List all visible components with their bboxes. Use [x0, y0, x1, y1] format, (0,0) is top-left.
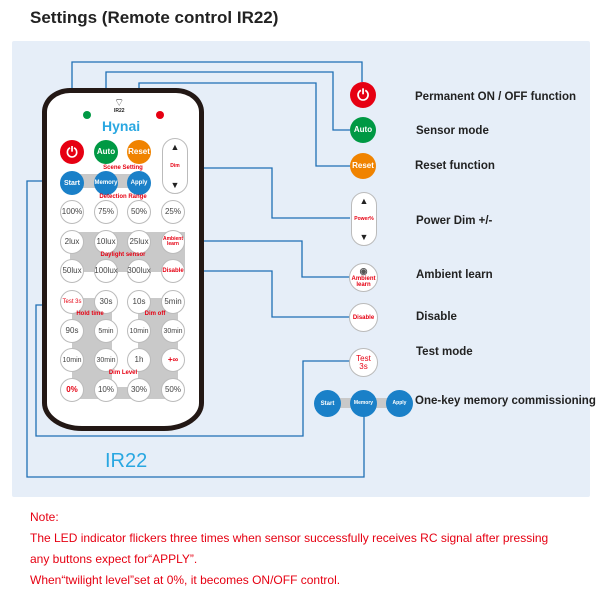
start-button[interactable]: Start [60, 171, 84, 195]
scene-setting-label: Scene Setting [103, 165, 143, 171]
dimoff-1h[interactable]: 1h [127, 348, 151, 372]
legend-start-icon: Start [314, 390, 341, 417]
legend-reset-icon: Reset [350, 153, 376, 179]
legend-apply-icon: Apply [386, 390, 413, 417]
daylight-sensor-label: Daylight sensor [100, 252, 146, 258]
legend-up-icon: ▲ [359, 196, 369, 206]
dimlevel-30[interactable]: 30% [127, 378, 151, 402]
dim-rocker: ▲ Dim ▼ [162, 138, 188, 194]
page-title: Settings (Remote control IR22) [30, 8, 279, 27]
dimlevel-50[interactable]: 50% [161, 378, 185, 402]
lux-10[interactable]: 10lux [94, 230, 118, 254]
legend-text-memory: One-key memory commissioning [415, 395, 596, 407]
legend-ambient-text1: Ambient [351, 276, 376, 282]
note-line-3: When“twilight level”set at 0%, it become… [30, 573, 341, 587]
lux-25[interactable]: 25lux [127, 230, 151, 254]
legend-down-icon: ▼ [359, 231, 369, 242]
apply-button[interactable]: Apply [127, 171, 151, 195]
ambient-learn-button[interactable]: Ambient learn [161, 230, 185, 254]
legend-power-pct: Power% [354, 215, 374, 222]
hold-10min[interactable]: 10min [60, 348, 84, 372]
remote-model-small: IR22 [114, 108, 125, 114]
legend-text-test: Test mode [416, 346, 473, 358]
detection-range-label: Detection Range [99, 194, 147, 200]
legend-test-text2: 3s [359, 361, 368, 371]
remote-model-label: IR22 [105, 450, 148, 472]
led-red [156, 111, 164, 119]
legend-text-power: Permanent ON / OFF function [415, 91, 577, 103]
range-100[interactable]: 100% [60, 200, 84, 224]
legend-auto-icon: Auto [350, 117, 376, 143]
led-green [83, 111, 91, 119]
dim-off-label: Dim off [144, 311, 166, 317]
range-25[interactable]: 25% [161, 200, 185, 224]
dimoff-30min[interactable]: 30min [161, 319, 185, 343]
eye-icon: ◉ [359, 266, 368, 276]
auto-button[interactable]: Auto [94, 140, 118, 164]
lux-50[interactable]: 50lux [60, 259, 84, 283]
dimlevel-10[interactable]: 10% [94, 378, 118, 402]
legend-text-ambient: Ambient learn [416, 269, 493, 281]
hold-30min[interactable]: 30min [94, 348, 118, 372]
brand-logo: Hynai [102, 118, 141, 134]
lux-300[interactable]: 300lux [127, 259, 151, 283]
hold-90s[interactable]: 90s [60, 319, 84, 343]
legend-disable-icon: Disable [349, 303, 378, 332]
dimlevel-0[interactable]: 0% [60, 378, 84, 402]
note-line-2: any buttons expect for“APPLY”. [30, 552, 198, 566]
legend-power-dim-icon: ▲ Power% ▼ [351, 192, 377, 246]
ir-signal-icon: ⌔ [114, 97, 125, 109]
note-line-1: The LED indicator flickers three times w… [30, 531, 549, 545]
memory-button[interactable]: Memory [94, 171, 118, 195]
lux-2[interactable]: 2lux [60, 230, 84, 254]
dim-label: Dim [170, 162, 180, 169]
legend-ambient-icon: ◉ Ambient learn [349, 263, 378, 292]
legend-test-icon: Test 3s [349, 348, 378, 377]
test-3s-button[interactable]: Test 3s [60, 290, 84, 314]
hold-30s[interactable]: 30s [94, 290, 118, 314]
power-button[interactable]: ⏻ [60, 140, 84, 164]
legend-ambient-text2: learn [356, 282, 371, 288]
hold-time-label: Hold time [76, 311, 104, 317]
dim-down-button[interactable]: ▼ [170, 179, 180, 190]
reset-button[interactable]: Reset [127, 140, 151, 164]
dimoff-10min[interactable]: 10min [127, 319, 151, 343]
legend-power-icon: ⏻ [350, 82, 376, 108]
legend-test-text1: Test [356, 353, 371, 363]
dim-up-button[interactable]: ▲ [170, 142, 180, 152]
disable-button[interactable]: Disable [161, 259, 185, 283]
dimoff-10s[interactable]: 10s [127, 290, 151, 314]
legend-text-reset: Reset function [415, 160, 495, 172]
legend-memory-icon: Memory [350, 390, 377, 417]
hold-5min[interactable]: 5min [94, 319, 118, 343]
power-icon: ⏻ [66, 144, 78, 160]
range-50[interactable]: 50% [127, 200, 151, 224]
legend-text-auto: Sensor mode [416, 125, 489, 137]
dimoff-5min[interactable]: 5min [161, 290, 185, 314]
range-75[interactable]: 75% [94, 200, 118, 224]
legend-text-disable: Disable [416, 311, 457, 323]
dimoff-infinite[interactable]: +∞ [161, 348, 185, 372]
dim-level-label: Dim Level [108, 370, 138, 376]
lux-100[interactable]: 100lux [94, 259, 118, 283]
legend-text-dim: Power Dim +/- [416, 215, 493, 227]
note-heading: Note: [30, 510, 59, 524]
